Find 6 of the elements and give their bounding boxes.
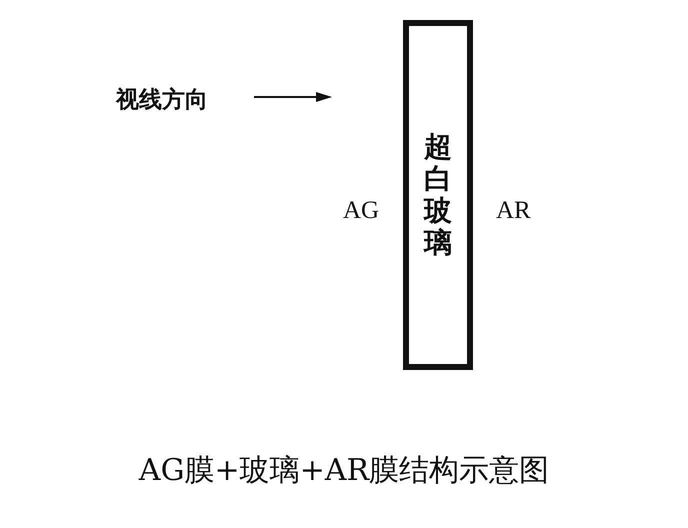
glass-panel bbox=[403, 20, 473, 370]
direction-label: 视线方向 bbox=[116, 86, 208, 115]
panel-label: 超白玻璃 bbox=[423, 131, 453, 259]
side-label: AG bbox=[343, 197, 380, 225]
side-label: AR bbox=[496, 197, 531, 225]
caption: AG膜+玻璃+AR膜结构示意图 bbox=[138, 452, 550, 490]
